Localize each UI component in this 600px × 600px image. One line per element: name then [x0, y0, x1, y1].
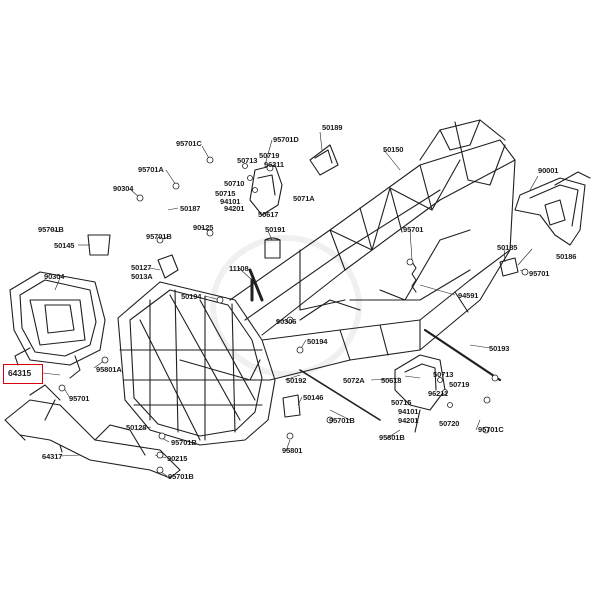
part-label[interactable]: 96211 — [428, 389, 448, 398]
part-label[interactable]: 50192 — [286, 376, 307, 385]
part-label[interactable]: 50715 — [391, 398, 412, 407]
part-label[interactable]: 95701B — [171, 438, 197, 447]
part-label[interactable]: 90304 — [113, 184, 134, 193]
footrest-bar — [4, 384, 181, 479]
upper-frame-rails — [229, 119, 516, 336]
part-label[interactable]: 50189 — [322, 123, 343, 132]
part-label[interactable]: 95701B — [168, 472, 194, 481]
part-label[interactable]: 95701C — [176, 139, 202, 148]
part-label[interactable]: 50715 — [215, 189, 236, 198]
part-label-highlighted[interactable]: 64315 — [8, 368, 32, 378]
rear-fender-bracket — [514, 171, 591, 246]
part-label[interactable]: 94591 — [458, 291, 479, 300]
part-label[interactable]: 5071A — [293, 194, 315, 203]
part-label[interactable]: 50194 — [307, 337, 328, 346]
part-label[interactable]: 90215 — [167, 454, 188, 463]
part-label[interactable]: 95701 — [403, 225, 424, 234]
part-label[interactable]: 50719 — [449, 380, 470, 389]
part-label[interactable]: 50719 — [259, 151, 280, 160]
part-label[interactable]: 95701 — [529, 269, 550, 278]
holder-50185 — [499, 257, 519, 277]
part-label[interactable]: 64317 — [42, 452, 63, 461]
holder-50127 — [157, 254, 179, 279]
part-label[interactable]: 95701B — [146, 232, 172, 241]
part-label[interactable]: 50128 — [126, 423, 147, 432]
part-label[interactable]: 94101 — [220, 197, 241, 206]
part-label[interactable]: 95701C — [478, 425, 504, 434]
part-label[interactable]: 94201 — [398, 416, 419, 425]
part-label[interactable]: 50127 — [131, 263, 152, 272]
part-label[interactable]: 50617 — [258, 210, 279, 219]
part-label[interactable]: 90304 — [44, 272, 65, 281]
part-label[interactable]: 50145 — [54, 241, 75, 250]
part-label[interactable]: 50186 — [556, 252, 577, 261]
part-label[interactable]: 95701B — [329, 416, 355, 425]
spring-94591 — [411, 261, 417, 293]
part-label[interactable]: 95701A — [138, 165, 164, 174]
mid-bracket — [249, 164, 283, 216]
part-label[interactable]: 95701 — [69, 394, 90, 403]
part-label[interactable]: 50146 — [303, 393, 324, 402]
part-label[interactable]: 5013A — [131, 272, 153, 281]
part-label[interactable]: 50150 — [383, 145, 404, 154]
front-bracket-left — [9, 271, 106, 379]
part-label[interactable]: 50194 — [181, 292, 202, 301]
part-label[interactable]: 96211 — [264, 160, 284, 169]
part-label[interactable]: 50710 — [224, 179, 245, 188]
part-label[interactable]: 90125 — [193, 223, 214, 232]
part-label[interactable]: 50191 — [265, 225, 286, 234]
leader-lines — [42, 131, 539, 477]
part-label[interactable]: 50720 — [439, 419, 460, 428]
part-label[interactable]: 95801 — [282, 446, 303, 455]
part-label[interactable]: 95701D — [273, 135, 299, 144]
part-label[interactable]: 94201 — [224, 204, 245, 213]
highlight-box — [3, 364, 43, 384]
side-stand-bracket — [394, 354, 446, 433]
part-label[interactable]: 95801B — [379, 433, 405, 442]
part-label[interactable]: 50193 — [489, 344, 510, 353]
part-label[interactable]: 50713 — [237, 156, 258, 165]
part-label[interactable]: 50713 — [433, 370, 454, 379]
part-label[interactable]: 50618 — [381, 376, 402, 385]
part-label[interactable]: 95701B — [38, 225, 64, 234]
part-label[interactable]: 90001 — [538, 166, 559, 175]
part-label[interactable]: 90306 — [276, 317, 297, 326]
part-label[interactable]: 94101 — [398, 407, 419, 416]
clip-50189 — [309, 144, 339, 176]
part-label[interactable]: 5072A — [343, 376, 365, 385]
part-label[interactable]: 11108 — [229, 264, 249, 273]
watermark — [210, 235, 362, 377]
part-label[interactable]: 50185 — [497, 243, 518, 252]
holder-50145 — [87, 234, 111, 256]
part-label[interactable]: 50187 — [180, 204, 201, 213]
part-label[interactable]: 95801A — [96, 365, 122, 374]
holder-50146 — [282, 394, 301, 418]
